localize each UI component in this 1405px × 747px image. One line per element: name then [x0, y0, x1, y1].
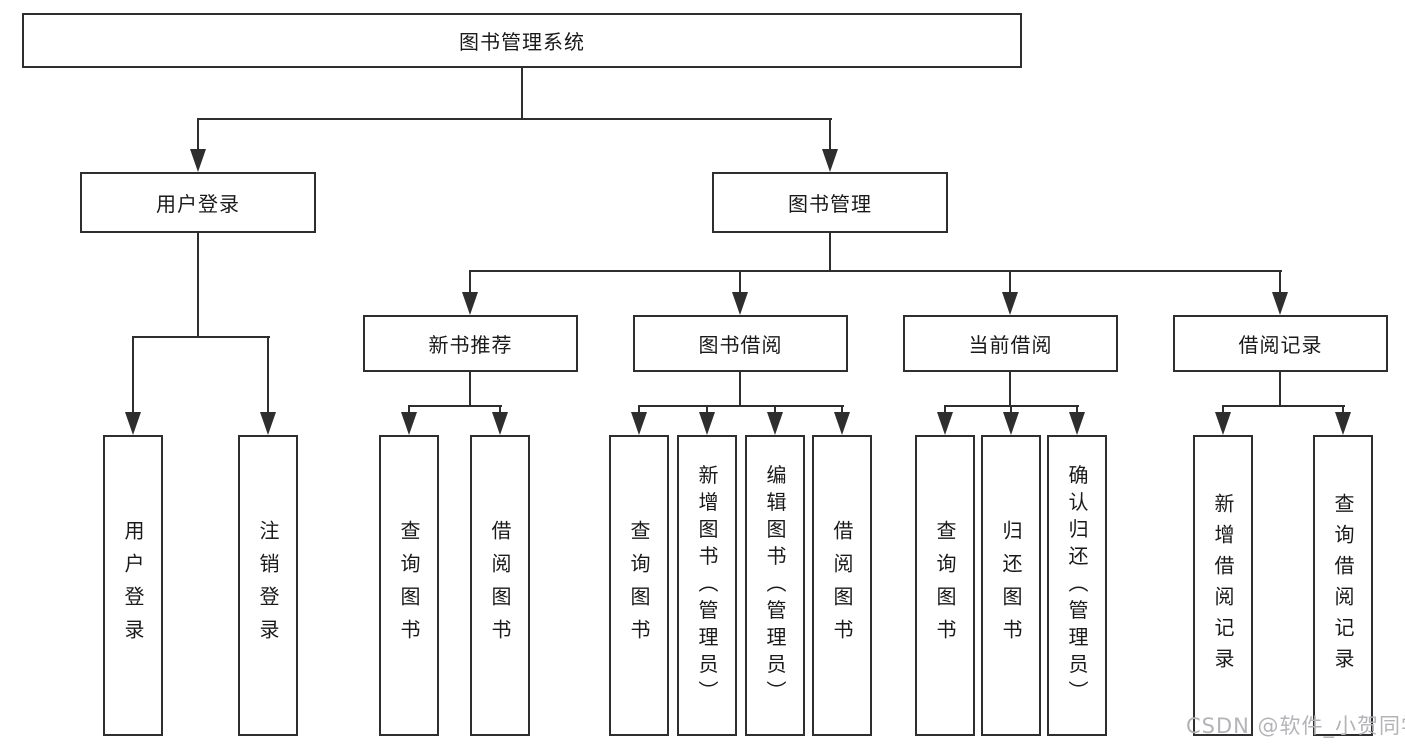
connector-line — [132, 336, 270, 338]
arrowhead-down-icon — [822, 149, 838, 172]
connector-line — [638, 405, 844, 407]
connector-line — [197, 233, 199, 338]
leaf-label: 查询借阅记录 — [1331, 492, 1355, 679]
arrowhead-down-icon — [125, 412, 141, 435]
leaf-label: 借阅图书 — [488, 519, 512, 652]
connector-line — [469, 270, 471, 294]
leaf-label: 编辑图书（管理员） — [763, 464, 787, 707]
node-new-book-recommend: 新书推荐 — [363, 315, 578, 372]
arrowhead-down-icon — [1002, 292, 1018, 315]
node-current-borrow: 当前借阅 — [903, 315, 1118, 372]
leaf-query-books-recommend: 查询图书 — [379, 435, 439, 736]
watermark: CSDN @软件_小贺同学 — [1186, 714, 1405, 738]
arrowhead-down-icon — [834, 412, 850, 435]
arrowhead-down-icon — [1335, 412, 1351, 435]
leaf-add-borrow-record: 新增借阅记录 — [1193, 435, 1253, 736]
connector-line — [1222, 405, 1345, 407]
connector-line — [197, 118, 832, 120]
connector-line — [408, 405, 410, 414]
arrowhead-down-icon — [937, 412, 953, 435]
arrowhead-down-icon — [1272, 292, 1288, 315]
connector-line — [1009, 372, 1011, 407]
connector-line — [739, 270, 741, 294]
node-user-login: 用户登录 — [80, 172, 316, 233]
leaf-logout: 注销登录 — [238, 435, 298, 736]
arrowhead-down-icon — [1215, 412, 1231, 435]
arrowhead-down-icon — [1069, 412, 1085, 435]
node-borrow-records: 借阅记录 — [1173, 315, 1388, 372]
connector-line — [521, 68, 523, 118]
connector-line — [829, 118, 831, 151]
connector-line — [739, 372, 741, 407]
leaf-query-borrow-record: 查询借阅记录 — [1313, 435, 1373, 736]
leaf-label: 新增图书（管理员） — [695, 464, 719, 707]
connector-line — [1222, 405, 1224, 414]
connector-line — [774, 405, 776, 414]
arrowhead-down-icon — [190, 149, 206, 172]
connector-line — [1010, 405, 1012, 414]
arrowhead-down-icon — [260, 412, 276, 435]
connector-line — [829, 233, 831, 272]
arrowhead-down-icon — [699, 412, 715, 435]
connector-line — [408, 405, 502, 407]
arrowhead-down-icon — [1003, 412, 1019, 435]
connector-line — [267, 336, 269, 414]
leaf-label: 新增借阅记录 — [1211, 492, 1235, 679]
leaf-label: 查询图书 — [627, 519, 651, 652]
connector-line — [706, 405, 708, 414]
connector-line — [469, 372, 471, 407]
connector-line — [638, 405, 640, 414]
leaf-confirm-return-admin: 确认归还（管理员） — [1047, 435, 1107, 736]
leaf-label: 注销登录 — [256, 519, 280, 652]
leaf-user-login: 用户登录 — [103, 435, 163, 736]
connector-line — [469, 270, 1282, 272]
connector-line — [499, 405, 501, 414]
connector-line — [1009, 270, 1011, 294]
leaf-label: 借阅图书 — [830, 519, 854, 652]
leaf-label: 归还图书 — [999, 519, 1023, 652]
leaf-label: 用户登录 — [121, 519, 145, 652]
connector-line — [944, 405, 946, 414]
connector-line — [841, 405, 843, 414]
leaf-label: 查询图书 — [397, 519, 421, 652]
connector-line — [1076, 405, 1078, 414]
leaf-edit-book-admin: 编辑图书（管理员） — [745, 435, 805, 736]
connector-line — [197, 118, 199, 151]
arrowhead-down-icon — [631, 412, 647, 435]
arrowhead-down-icon — [462, 292, 478, 315]
connector-line — [1342, 405, 1344, 414]
leaf-label: 确认归还（管理员） — [1065, 464, 1089, 707]
arrowhead-down-icon — [492, 412, 508, 435]
node-book-management: 图书管理 — [712, 172, 948, 233]
leaf-borrow-books-recommend: 借阅图书 — [470, 435, 530, 736]
arrowhead-down-icon — [767, 412, 783, 435]
connector-line — [132, 336, 134, 414]
leaf-add-book-admin: 新增图书（管理员） — [677, 435, 737, 736]
leaf-return-book: 归还图书 — [981, 435, 1041, 736]
connector-line — [1279, 372, 1281, 407]
leaf-label: 查询图书 — [933, 519, 957, 652]
leaf-borrow-books: 借阅图书 — [812, 435, 872, 736]
leaf-query-books-borrow: 查询图书 — [609, 435, 669, 736]
connector-line — [1279, 270, 1281, 294]
arrowhead-down-icon — [732, 292, 748, 315]
arrowhead-down-icon — [401, 412, 417, 435]
node-book-borrow: 图书借阅 — [633, 315, 848, 372]
leaf-query-books-current: 查询图书 — [915, 435, 975, 736]
node-root: 图书管理系统 — [22, 13, 1022, 68]
